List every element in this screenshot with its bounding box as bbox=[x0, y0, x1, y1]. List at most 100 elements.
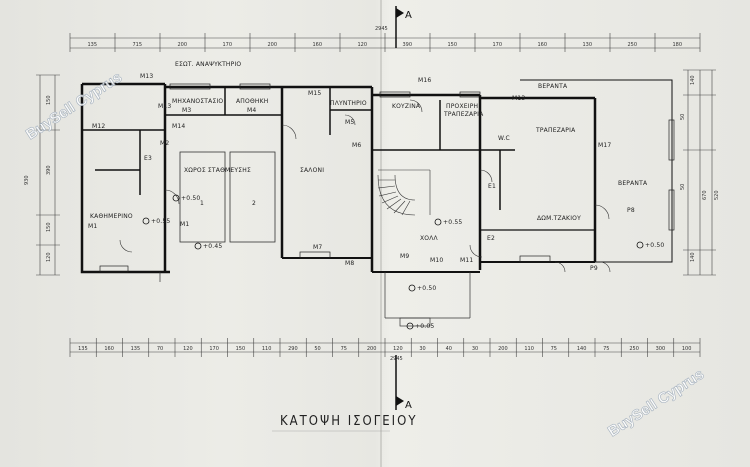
opening-tag: M13 bbox=[140, 73, 153, 80]
left-dim-3: 150 bbox=[46, 222, 52, 232]
opening-tag: M6 bbox=[352, 142, 361, 149]
top-dim-label: 170 bbox=[493, 42, 503, 48]
bottom-dim-label: 110 bbox=[262, 346, 272, 352]
opening-tag: E3 bbox=[144, 155, 152, 162]
section-label-top: A bbox=[405, 10, 412, 21]
top-total-dim: 2945 bbox=[375, 26, 388, 32]
room-trapezaria-small: ΤΡΑΠΕΖΑΡΙΑ bbox=[443, 111, 484, 118]
left-dim-2: 390 bbox=[46, 165, 52, 175]
drawing-title: ΚΑΤΟΨΗ ΙΣΟΓΕΙΟΥ bbox=[280, 414, 417, 429]
right-dim-2: 520 bbox=[714, 190, 720, 200]
section-mark-bottom: A bbox=[395, 355, 412, 411]
level-garage: +0.45 bbox=[203, 243, 222, 250]
opening-tag: M16 bbox=[418, 77, 431, 84]
right-dim-1: 670 bbox=[702, 190, 708, 200]
top-dim-label: 200 bbox=[268, 42, 278, 48]
bottom-dim-label: 250 bbox=[629, 346, 639, 352]
level-hall: +0.55 bbox=[443, 219, 462, 226]
bottom-dim-label: 50 bbox=[314, 346, 320, 352]
opening-tag: M1 bbox=[180, 221, 189, 228]
room-choros-stathmefsis: ΧΩΡΟΣ ΣΤΑΘΜΕΥΣΗΣ bbox=[184, 167, 251, 174]
top-dim-label: 715 bbox=[133, 42, 143, 48]
room-apothiki: ΑΠΟΘΗΚΗ bbox=[236, 98, 268, 105]
section-label-bottom: A bbox=[405, 400, 412, 411]
door-swings bbox=[119, 99, 611, 273]
top-dim-label: 160 bbox=[538, 42, 548, 48]
room-veranta-right: ΒΕΡΑΝΤΑ bbox=[618, 180, 648, 187]
opening-tag: M10 bbox=[430, 257, 443, 264]
right-dimension-chain: 140 670 520 140 50 50 bbox=[680, 69, 720, 276]
room-proxeiri: ΠΡΟΧΕΙΡΗ bbox=[446, 103, 478, 110]
opening-tag: M7 bbox=[313, 244, 322, 251]
bottom-dim-label: 100 bbox=[682, 346, 692, 352]
level-garage-entry: +0.50 bbox=[181, 195, 200, 202]
top-dim-label: 135 bbox=[88, 42, 98, 48]
left-dim-0: 930 bbox=[24, 175, 30, 185]
section-mark-top: A bbox=[395, 6, 412, 48]
room-kathimerino: ΚΑΘΗΜΕΡΙΝΟ bbox=[90, 213, 133, 220]
opening-tag: M12 bbox=[92, 123, 105, 130]
level-porch: +0.50 bbox=[417, 285, 436, 292]
bottom-dim-label: 75 bbox=[341, 346, 347, 352]
bottom-dim-label: 70 bbox=[157, 346, 163, 352]
room-wc: W.C bbox=[498, 135, 510, 142]
bottom-dim-label: 40 bbox=[446, 346, 452, 352]
level-marks: +0.55 +0.50 +0.45 +0.55 +0.50 +0.50 +0.0… bbox=[142, 194, 664, 330]
opening-tag: M2 bbox=[160, 140, 169, 147]
room-anapsyktirio: ΕΣΩΤ. ΑΝΑΨΥΚΤΗΡΙΟ bbox=[175, 61, 241, 68]
level-kathimerino: +0.55 bbox=[151, 218, 170, 225]
opening-tag: P9 bbox=[590, 265, 598, 272]
bottom-dim-label: 135 bbox=[78, 346, 88, 352]
opening-tag: P8 bbox=[627, 207, 635, 214]
bottom-dim-label: 135 bbox=[131, 346, 141, 352]
right-dim-0: 140 bbox=[690, 75, 696, 85]
room-saloni: ΣΑΛΟΝΙ bbox=[300, 167, 324, 174]
level-steps: +0.05 bbox=[415, 323, 434, 330]
top-dim-label: 200 bbox=[178, 42, 188, 48]
watermark-top-left: BuySell Cyprus bbox=[23, 69, 125, 144]
opening-tag: M17 bbox=[598, 142, 611, 149]
opening-tag: M3 bbox=[182, 107, 191, 114]
top-dim-label: 120 bbox=[358, 42, 368, 48]
opening-tag: E1 bbox=[488, 183, 496, 190]
level-veranta: +0.50 bbox=[645, 242, 664, 249]
opening-tag: M5 bbox=[345, 119, 354, 126]
bottom-dim-label: 120 bbox=[393, 346, 403, 352]
opening-tag: M11 bbox=[460, 257, 473, 264]
opening-tag: E2 bbox=[487, 235, 495, 242]
room-plyntirio: ΠΛΥΝΤΗΡΙΟ bbox=[330, 100, 367, 107]
bottom-dim-label: 200 bbox=[498, 346, 508, 352]
bottom-dim-label: 140 bbox=[577, 346, 587, 352]
bottom-dim-label: 75 bbox=[551, 346, 557, 352]
top-dim-label: 160 bbox=[313, 42, 323, 48]
opening-tag: M15 bbox=[308, 90, 321, 97]
bottom-dim-label: 200 bbox=[367, 346, 377, 352]
top-dim-label: 170 bbox=[223, 42, 233, 48]
top-dim-label: 390 bbox=[403, 42, 413, 48]
windows bbox=[99, 83, 675, 273]
bottom-dim-label: 160 bbox=[104, 346, 114, 352]
bottom-dim-label: 110 bbox=[524, 346, 534, 352]
left-dim-4: 120 bbox=[46, 252, 52, 262]
left-dimension-chain: 930 150 390 150 120 bbox=[24, 74, 60, 276]
bottom-dim-label: 30 bbox=[419, 346, 425, 352]
bottom-dim-label: 75 bbox=[603, 346, 609, 352]
top-dim-label: 130 bbox=[583, 42, 593, 48]
room-mechanostasio: ΜΗΧΑΝΟΣΤΑΣΙΟ bbox=[172, 98, 223, 105]
parking-number-2: 2 bbox=[252, 200, 256, 207]
right-dim-5: 50 bbox=[680, 184, 686, 190]
bottom-dim-label: 150 bbox=[236, 346, 246, 352]
bottom-dim-label: 120 bbox=[183, 346, 193, 352]
top-dim-label: 150 bbox=[448, 42, 458, 48]
parking-bay-1 bbox=[179, 151, 226, 243]
opening-tag: M9 bbox=[400, 253, 409, 260]
room-chol: ΧΟΛΛ bbox=[420, 235, 439, 242]
opening-tag: M14 bbox=[172, 123, 185, 130]
room-labels: ΜΗΧΑΝΟΣΤΑΣΙΟ ΑΠΟΘΗΚΗ ΠΛΥΝΤΗΡΙΟ ΚΟΥΖΙΝΑ Π… bbox=[90, 61, 648, 242]
opening-tag: M1 bbox=[88, 223, 97, 230]
room-trapezaria: ΤΡΑΠΕΖΑΡΙΑ bbox=[535, 127, 576, 134]
